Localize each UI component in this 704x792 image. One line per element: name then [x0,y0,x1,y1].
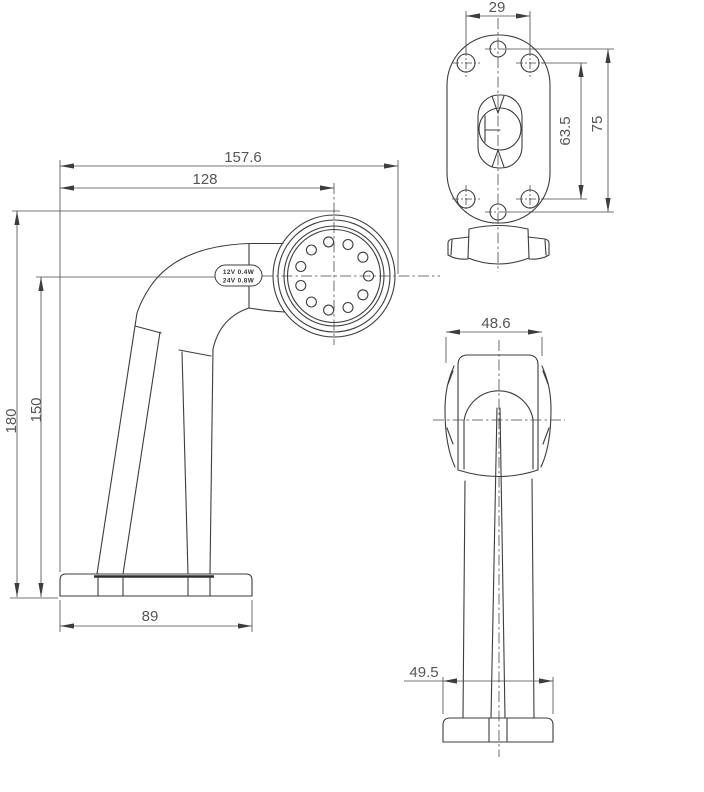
arm-inner-contour [209,307,250,575]
dim-text-overall-width: 157.6 [224,149,262,166]
arm-tube-edge [462,480,466,719]
base-outline [59,573,253,597]
dim-text-overall-height: 180 [3,408,20,433]
led-hole [357,251,369,263]
led-hole [323,304,335,316]
arm-socket-bracket [447,224,550,265]
top-view-dimensions: 29 63.5 75 [465,0,614,213]
front-view-dimensions: 48.6 49.5 [404,315,554,714]
bracket-wing-line [450,239,453,256]
top-view: 29 63.5 75 [446,0,614,272]
lens-reflection-tick [447,370,454,385]
led-hole [295,260,307,273]
side-view: 12V 0.4W 24V 0.8W 157.6 128 180 150 89 [3,149,440,632]
lens-dome-arc [463,390,534,422]
rating-label-outline [214,264,263,287]
dim-text-base-width: 89 [142,608,159,625]
dim-text-overall-height: 75 [589,116,606,133]
dim-text-base-width: 49.5 [409,664,438,681]
bracket-wing-line [544,239,547,256]
lamp-head [262,183,440,345]
cable-line [499,407,506,719]
front-view: 48.6 49.5 [404,315,565,757]
slot-arrow-mark [491,95,505,115]
led-hole [305,244,317,256]
hole-crosshair [516,49,544,77]
arm-outer-contour [96,242,250,575]
led-hole [295,279,307,292]
dim-text-hole-spacing: 29 [489,0,506,16]
arm-bottom-edge [248,307,286,313]
led-hole [323,236,335,248]
lens-reflection-tick [446,427,454,445]
dim-text-hole-vertical-spacing: 63.5 [557,116,574,145]
mounting-base [59,573,253,597]
bracket-bottom-edge [467,257,530,265]
head-bottom-rim [457,469,539,478]
front-arm [462,407,535,719]
mounting-holes [452,40,544,221]
arm-outline [96,242,286,575]
front-base [442,717,554,743]
hole-crosshair [452,185,480,213]
side-lens-outline [540,365,552,468]
arm-contour-line [181,351,189,575]
rating-label: 12V 0.4W 24V 0.8W [214,264,263,287]
lens-reflection-tick [542,370,549,385]
rating-label-line2: 24V 0.8W [223,278,255,285]
hole-crosshair [452,49,480,77]
rating-label-line1: 12V 0.4W [223,269,255,276]
led-hole [342,238,354,251]
hole-crosshair [516,185,544,213]
side-lens-outline [444,365,456,468]
slot-outline [477,94,523,169]
led-hole [357,289,369,301]
cable-line [490,407,498,719]
bracket-wing [447,236,470,260]
bracket-side [527,228,530,259]
center-slot [477,94,523,169]
arm-contour-line [122,331,161,575]
bracket-wing [527,236,550,260]
arm-segment-tick [134,325,162,334]
base-outline [442,717,554,743]
led-hole [305,296,317,308]
dim-text-head-center-height: 150 [28,397,45,422]
bracket-top-edge [468,224,529,230]
bracket-side [467,228,470,259]
head-body-outline [457,354,539,471]
led-hole [342,301,354,314]
arm-tube-edge [531,478,535,719]
front-head [444,354,552,478]
arm-segment-tick [178,349,212,357]
lens-reflection-tick [542,427,550,445]
flange-outline [446,34,551,224]
dim-text-head-center-width: 128 [192,171,217,188]
dim-text-head-width: 48.6 [481,315,510,332]
side-view-dimensions: 157.6 128 180 150 89 [3,149,399,632]
